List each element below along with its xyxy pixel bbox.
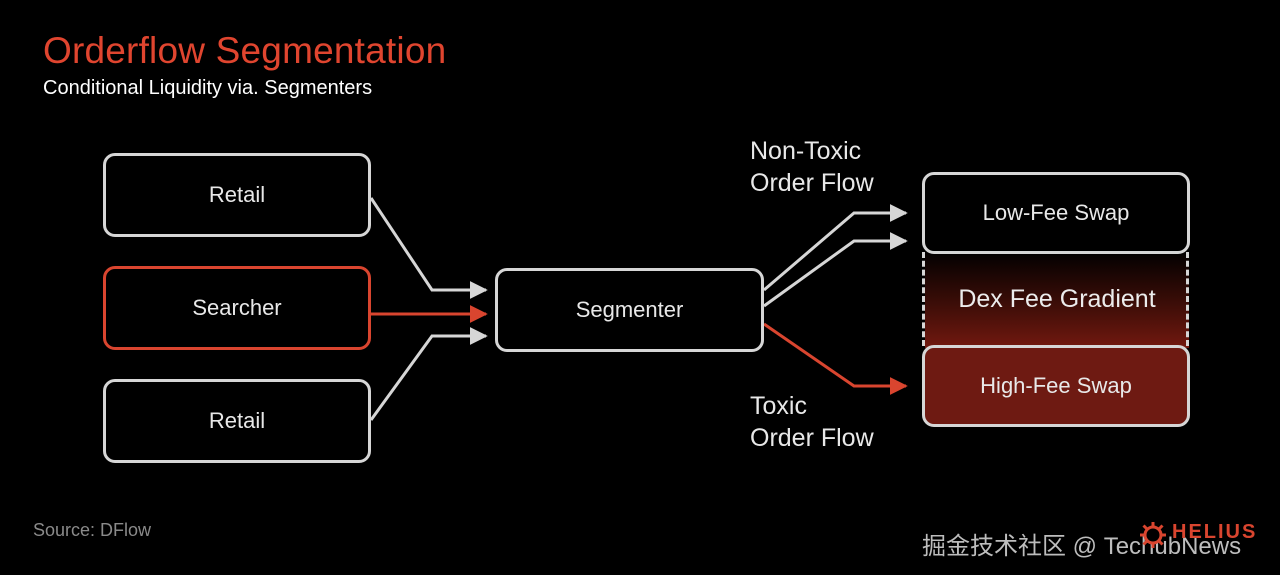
- non-toxic-connector-2: [763, 232, 908, 308]
- gradient-left-dashed-border: [922, 252, 925, 346]
- toxic-connector: [763, 322, 908, 395]
- slide-title: Orderflow Segmentation: [43, 30, 447, 71]
- low-fee-swap-label: Low-Fee Swap: [982, 200, 1130, 225]
- helius-logo-text: HELIUS: [1172, 521, 1258, 543]
- non-toxic-flow-label: Non-Toxic Order Flow: [750, 135, 874, 199]
- toxic-line-2: Order Flow: [750, 424, 874, 452]
- segmenter-label: Segmenter: [575, 297, 684, 322]
- source-label: Retail: [208, 182, 266, 207]
- dex-fee-gradient-label: Dex Fee Gradient: [958, 284, 1156, 313]
- high-fee-swap-label: High-Fee Swap: [980, 373, 1132, 398]
- source-note: Source: DFlow: [33, 520, 152, 540]
- source-label: Searcher: [192, 295, 282, 320]
- non-toxic-connector-1: [763, 204, 908, 292]
- source-box-searcher: Searcher: [103, 266, 371, 350]
- non-toxic-line-1: Non-Toxic: [750, 137, 862, 165]
- toxic-line-1: Toxic: [750, 392, 807, 420]
- high-fee-swap-box: High-Fee Swap: [922, 345, 1190, 427]
- source-label: Retail: [208, 408, 266, 433]
- non-toxic-line-2: Order Flow: [750, 169, 874, 197]
- low-fee-swap-box: Low-Fee Swap: [922, 172, 1190, 254]
- segmenter-box: Segmenter: [495, 268, 764, 352]
- slide-subtitle: Conditional Liquidity via. Segmenters: [43, 77, 373, 99]
- gradient-right-dashed-border: [1186, 252, 1189, 346]
- retail-bottom-connector: [369, 327, 488, 421]
- dex-fee-gradient: Dex Fee Gradient: [925, 250, 1189, 348]
- toxic-flow-label: Toxic Order Flow: [750, 390, 874, 454]
- source-box-retail-top: Retail: [103, 153, 371, 237]
- source-box-retail-bottom: Retail: [103, 379, 371, 463]
- retail-top-connector: [369, 197, 488, 299]
- helius-gear-icon: [1140, 522, 1166, 548]
- watermark: 掘金技术社区 @ TechubNews: [922, 533, 1242, 560]
